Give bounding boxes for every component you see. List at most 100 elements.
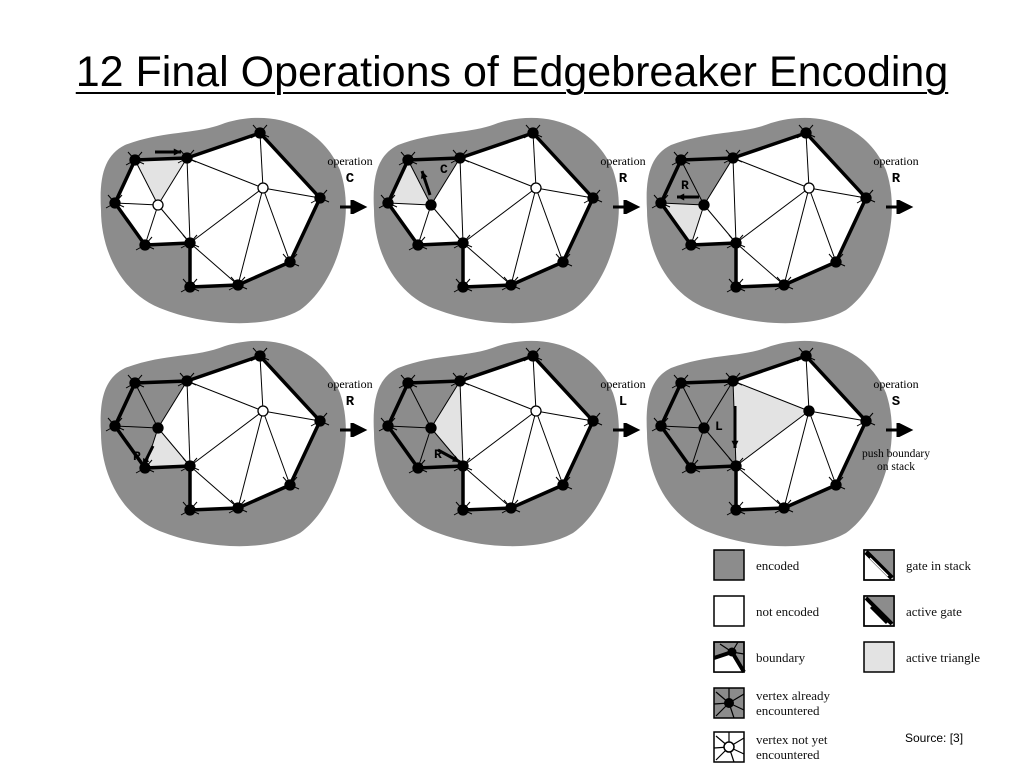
operation-letter: R [345, 394, 355, 410]
triangle-op-label: R [434, 447, 442, 462]
operation-label: operation [327, 377, 373, 391]
visited-vertex [184, 504, 196, 516]
mesh-edge [417, 204, 432, 246]
legend-label: vertex already encountered [756, 688, 830, 718]
visited-vertex [232, 502, 244, 514]
right-arrow-icon [613, 423, 641, 437]
operation-label: operation [600, 154, 646, 168]
mesh-edge [459, 380, 464, 467]
mesh-edge [510, 410, 537, 509]
visited-vertex [457, 504, 469, 516]
mesh-edge [532, 132, 537, 189]
encoded-triangle [115, 383, 158, 428]
step-3: R operation R [641, 115, 919, 335]
mesh-edge [189, 410, 264, 467]
encoded-swatch [713, 549, 745, 581]
visited-vertex [457, 237, 469, 249]
arrow-head [173, 148, 181, 156]
step-2: C operation R [368, 115, 646, 335]
active-triangle [431, 381, 463, 466]
active-triangle [661, 203, 704, 245]
mesh-edge [262, 410, 321, 422]
unvisited-vertex [530, 405, 542, 417]
vertex-not-encountered-icon [713, 731, 745, 763]
mesh-edge [144, 204, 159, 246]
step-5: R operation L [368, 338, 646, 558]
encoded-triangle [408, 381, 460, 428]
operation-label: operation [327, 154, 373, 168]
mesh-diagram: C [373, 117, 619, 324]
visited-vertex [382, 197, 394, 209]
arrow-head [677, 193, 685, 201]
visited-vertex [675, 154, 687, 166]
right-arrow-icon [340, 423, 368, 437]
right-arrow-icon [886, 423, 914, 437]
visited-vertex [232, 279, 244, 291]
mesh-edge [783, 187, 810, 286]
mesh-diagram: R [646, 117, 892, 324]
step-4: R operation R [95, 338, 373, 558]
mesh-edge [387, 425, 432, 429]
visited-vertex [457, 281, 469, 293]
visited-vertex [402, 154, 414, 166]
encoded-triangle [388, 383, 431, 428]
triangle-op-label: C [440, 162, 448, 177]
visited-vertex [698, 422, 710, 434]
visited-vertex [425, 199, 437, 211]
visited-vertex [284, 256, 296, 268]
visited-vertex [425, 422, 437, 434]
active-triangle [135, 158, 187, 205]
mesh-edge [459, 380, 537, 412]
operation-letter: S [891, 394, 901, 410]
mesh-edge [462, 465, 512, 509]
legend-label: active triangle [906, 650, 980, 665]
mesh-edge [407, 159, 432, 206]
visited-vertex [730, 504, 742, 516]
active-triangle [733, 381, 809, 466]
operation-letter: R [891, 171, 901, 187]
operation-letter: L [618, 394, 628, 410]
mesh-edge [407, 382, 432, 429]
mesh-edge [259, 132, 264, 189]
encoded-triangle [661, 426, 704, 468]
visited-vertex [727, 375, 739, 387]
visited-vertex [557, 479, 569, 491]
visited-vertex [830, 479, 842, 491]
visited-vertex [454, 375, 466, 387]
encoded-triangle [704, 381, 736, 466]
unvisited-vertex [530, 182, 542, 194]
gate-in-stack-icon [863, 549, 895, 581]
encoded-triangle [691, 428, 736, 468]
visited-vertex [655, 420, 667, 432]
vertex-encountered-icon [713, 687, 745, 719]
visited-vertex [505, 502, 517, 514]
operation-label: operation [600, 377, 646, 391]
mesh-edge [189, 187, 264, 244]
visited-vertex [109, 197, 121, 209]
encoded-triangle [408, 158, 460, 205]
mesh-edge [430, 157, 461, 206]
mesh-edge [237, 410, 264, 509]
visited-vertex [730, 281, 742, 293]
visited-vertex [181, 152, 193, 164]
mesh-edge [732, 157, 737, 244]
visited-vertex [778, 502, 790, 514]
mesh-edge [532, 355, 537, 412]
mesh-edge [459, 157, 537, 189]
mesh-edge [186, 380, 264, 412]
mesh-edge [157, 380, 188, 429]
mesh-edge [510, 187, 537, 286]
legend-label: boundary [756, 650, 806, 665]
unvisited-vertex [257, 405, 269, 417]
visited-vertex [675, 377, 687, 389]
visited-vertex [698, 199, 710, 211]
encoded-triangle [135, 381, 187, 428]
visited-vertex [412, 462, 424, 474]
visited-vertex [129, 154, 141, 166]
mesh-edge [134, 382, 159, 429]
step-6: L operation S push boundary on stack [641, 338, 930, 558]
mesh-edge [417, 427, 432, 469]
visited-vertex [184, 237, 196, 249]
operation-letter: R [618, 171, 628, 187]
encoded-triangle [388, 426, 431, 468]
